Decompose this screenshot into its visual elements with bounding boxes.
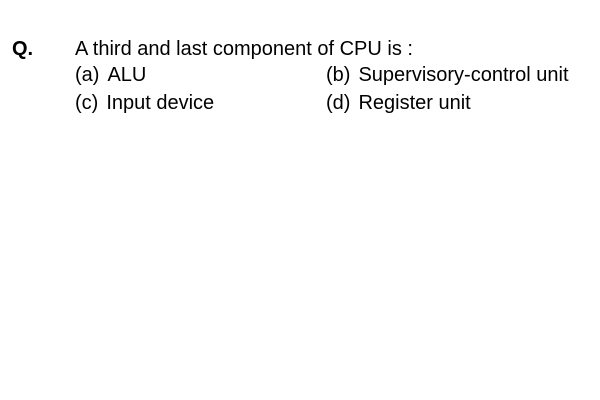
option-d: (d) Register unit [326, 90, 471, 116]
option-c-text: Input device [106, 92, 215, 114]
option-d-key: (d) [326, 92, 351, 114]
option-b-key: (b) [326, 64, 351, 86]
option-c-key: (c) [75, 92, 99, 114]
question-label: Q. [12, 38, 34, 60]
option-a-text: ALU [107, 64, 147, 86]
option-d-text: Register unit [358, 92, 471, 114]
option-a-key: (a) [75, 64, 100, 86]
option-a: (a) ALU [75, 62, 146, 88]
question-text: A third and last component of CPU is : [75, 38, 413, 60]
option-b-text: Supervisory-control unit [358, 64, 569, 86]
option-c: (c) Input device [75, 90, 214, 116]
option-b: (b) Supervisory-control unit [326, 62, 569, 88]
